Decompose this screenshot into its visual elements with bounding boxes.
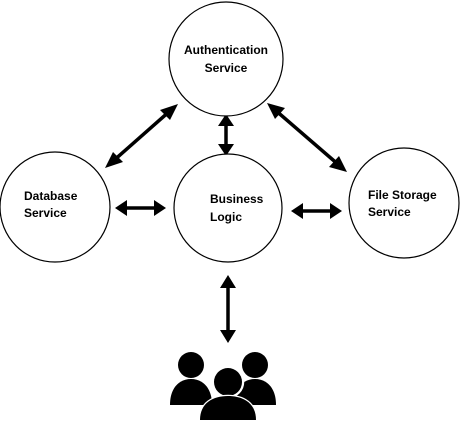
users-group-icon bbox=[170, 352, 276, 422]
arrow-auth-database bbox=[105, 104, 178, 168]
node-label-line1: Business bbox=[210, 192, 264, 206]
node-label-line2: Service bbox=[24, 206, 67, 220]
node-file-storage-service: File Storage Service bbox=[348, 147, 460, 259]
arrow-auth-business bbox=[218, 114, 234, 156]
arrow-business-storage bbox=[291, 203, 342, 219]
node-label-line1: Authentication bbox=[184, 43, 268, 57]
node-label-line2: Logic bbox=[210, 210, 242, 224]
node-label-line2: Service bbox=[368, 205, 411, 219]
node-database-service: Database Service bbox=[0, 151, 111, 263]
arrow-database-business bbox=[115, 200, 166, 216]
node-business-logic: Business Logic bbox=[173, 153, 283, 263]
arrow-business-users bbox=[220, 275, 236, 343]
arrow-auth-storage bbox=[267, 103, 347, 172]
arrows bbox=[105, 103, 347, 343]
node-label-line2: Service bbox=[205, 61, 248, 75]
node-authentication-service: Authentication Service bbox=[168, 1, 284, 117]
node-label-line1: File Storage bbox=[368, 188, 437, 202]
node-label-line1: Database bbox=[24, 189, 78, 203]
